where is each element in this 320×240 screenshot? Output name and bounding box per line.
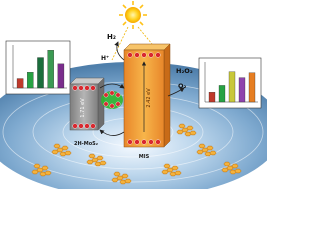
crystal-4-3 (196, 149, 204, 155)
crystal-2-3 (86, 159, 94, 165)
charge-transfer-arrows (99, 83, 125, 136)
left-chart-bar-2 (27, 72, 34, 89)
crystal-3-2 (186, 125, 194, 131)
right-chart-bar-3 (228, 71, 236, 103)
crystal-3-5 (178, 123, 186, 129)
crystal-7-3 (111, 177, 119, 183)
interface-particle (101, 90, 123, 109)
crystal-8-6 (44, 170, 52, 176)
crystal-2-6 (99, 160, 107, 166)
left-chart-bar-3 (37, 57, 44, 89)
crystal-1-6 (64, 150, 72, 156)
crystal-8-2 (41, 165, 49, 171)
mos2-label: 2H-MoS₂ (74, 141, 98, 147)
right-chart-bar-1 (208, 92, 216, 103)
left-chart-bar-1 (16, 78, 24, 89)
crystal-1-3 (51, 149, 59, 155)
o2-label: O₂ (178, 82, 187, 90)
crystal-5-2 (231, 163, 239, 169)
crystal-6-5 (163, 163, 171, 169)
crystal-7-5 (113, 171, 121, 177)
mos2-bandgap-label: 1.71 eV (80, 98, 86, 118)
crystal-1-5 (53, 143, 61, 149)
crystal-6-6 (174, 170, 182, 176)
crystal-6-2 (171, 165, 179, 171)
crystal-4-5 (198, 143, 206, 149)
crystal-8-5 (33, 163, 41, 169)
crystal-8-3 (31, 169, 39, 175)
crystal-6-3 (161, 169, 169, 175)
h-plus-label: H⁺ (101, 55, 109, 62)
left-inset-chart (5, 40, 71, 95)
crystal-3-3 (176, 129, 184, 135)
right-chart-bar-4 (238, 77, 246, 103)
light-rays (111, 26, 153, 61)
crystal-4-2 (206, 145, 214, 151)
right-chart-bar-2 (218, 85, 226, 103)
crystal-5-5 (223, 161, 231, 167)
crystal-4-6 (209, 150, 217, 156)
mis-label: MIS (139, 154, 150, 160)
left-chart-bar-4 (47, 50, 54, 89)
h2-label: H₂ (107, 33, 116, 41)
crystal-1-2 (61, 145, 69, 151)
mis-block: 2.42 eV (123, 43, 171, 148)
crystal-5-6 (234, 168, 242, 174)
crystal-2-5 (88, 153, 96, 159)
mos2-block: 1.71 eV (69, 77, 105, 131)
reaction-arrows (114, 41, 185, 97)
right-inset-chart (198, 57, 262, 109)
h2o2-label: H₂O₂ (176, 67, 193, 75)
crystal-3-6 (189, 130, 197, 136)
crystal-7-6 (124, 178, 132, 184)
crystal-2-2 (96, 155, 104, 161)
diagram-canvas: 1.71 eV 2.42 eV H₂ H⁺ H₂O₂ O₂ 2H-MoS₂ MI… (0, 1, 267, 189)
floating-crystals (31, 123, 242, 185)
crystal-7-2 (121, 173, 129, 179)
crystal-5-3 (221, 167, 229, 173)
right-chart-bar-5 (248, 72, 256, 103)
left-chart-bar-5 (57, 63, 65, 89)
mis-bandgap-label: 2.42 eV (146, 88, 152, 108)
sun-icon (119, 1, 147, 29)
